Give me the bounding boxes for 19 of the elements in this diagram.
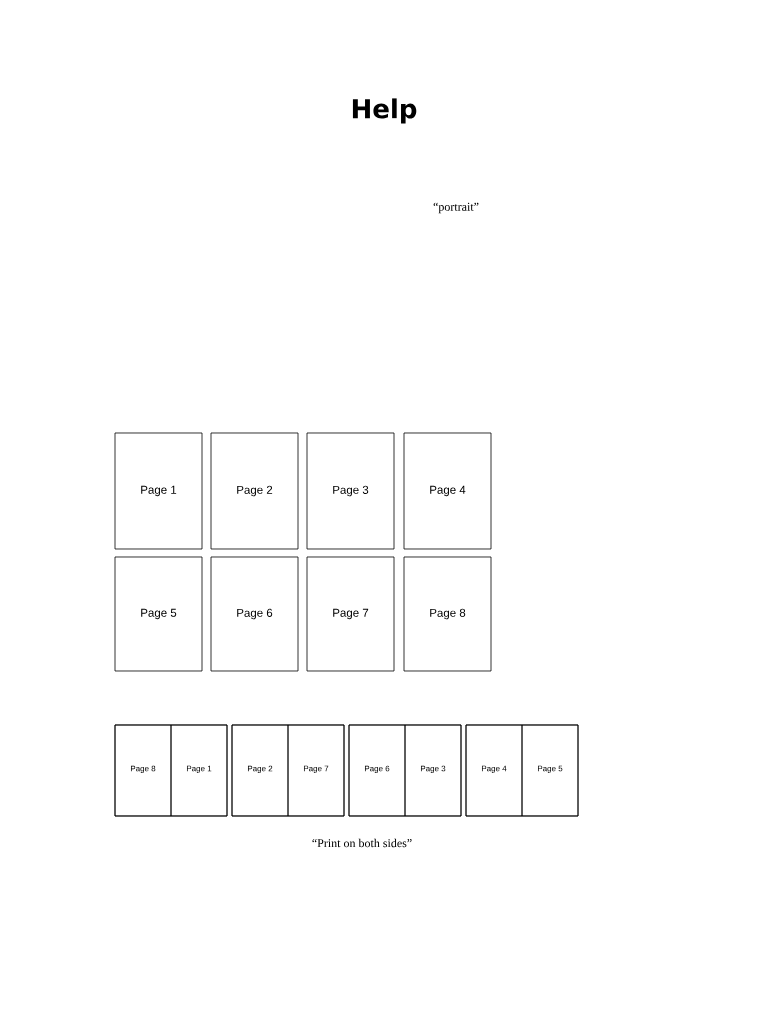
page-box: Page 3 [306, 432, 395, 550]
page-half: Page 7 [287, 724, 345, 817]
page-box: Page 2 [210, 432, 299, 550]
page-box: Page 7 [306, 556, 395, 672]
title: Help [352, 98, 417, 124]
note-text: “portrait” [433, 202, 479, 214]
page-half: Page 6 [348, 724, 406, 817]
page-box: Page 8 [403, 556, 492, 672]
page-half: Page 2 [231, 724, 289, 817]
page-half: Page 5 [521, 724, 579, 817]
page-box: Page 1 [114, 432, 203, 550]
page-box: Page 5 [114, 556, 203, 672]
page-box: Page 4 [403, 432, 492, 550]
page-half: Page 8 [114, 724, 172, 817]
page-half: Page 3 [404, 724, 462, 817]
page-half: Page 4 [465, 724, 523, 817]
note-text: “Print on both sides” [312, 838, 412, 848]
page-box: Page 6 [210, 556, 299, 672]
page-half: Page 1 [170, 724, 228, 817]
